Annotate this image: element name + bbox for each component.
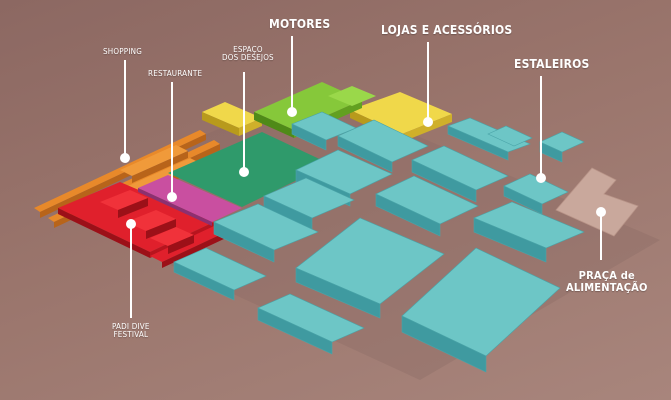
zone-espaco-dos-desejos[interactable]	[168, 132, 330, 207]
label-padi-line2: FESTIVAL	[113, 330, 149, 340]
label-estaleiros: ESTALEIROS	[514, 57, 590, 71]
label-motores: MOTORES	[269, 17, 331, 31]
label-padi-line1: PADI DIVE	[112, 322, 150, 331]
label-praca-line1: PRAÇA	[578, 269, 618, 282]
label-padi-dive-festival: PADI DIVE FESTIVAL	[112, 322, 150, 340]
label-shopping: SHOPPING	[103, 47, 143, 56]
label-praca-line2: ALIMENTAÇÃO	[566, 280, 648, 294]
label-restaurante: RESTAURANTE	[148, 69, 203, 78]
label-espaco-line2: DOS DESEJOS	[222, 53, 274, 63]
zone-padi-dive-festival[interactable]	[58, 182, 226, 268]
zone-restaurante[interactable]	[138, 175, 242, 226]
label-praca-de-alimentacao: PRAÇA de ALIMENTAÇÃO	[566, 270, 648, 293]
label-espaco-dos-desejos: ESPAÇO DOS DESEJOS	[222, 45, 274, 63]
label-praca-de: de	[620, 269, 635, 282]
zone-praca-de-alimentacao[interactable]	[555, 167, 639, 237]
zone-estaleiros[interactable]	[173, 111, 585, 373]
label-espaco-line1: ESPAÇO	[233, 45, 263, 54]
label-lojas-e-acessorios: LOJAS E ACESSÓRIOS	[381, 23, 513, 37]
leader-lines	[120, 36, 606, 318]
